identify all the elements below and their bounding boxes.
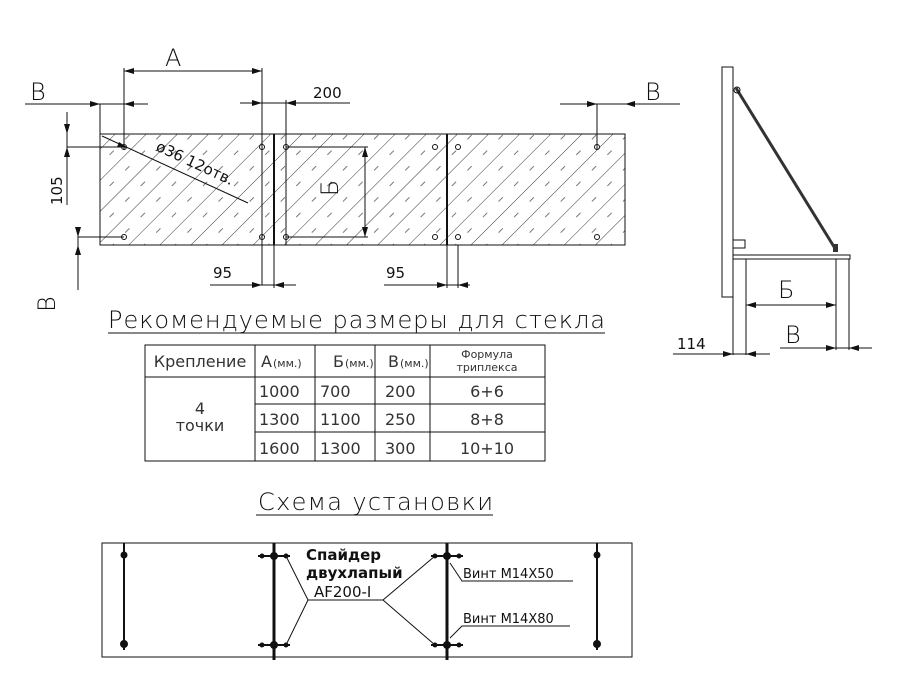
scheme-title: Схема установки (258, 488, 493, 516)
svg-text:Б: Б (333, 352, 344, 371)
svg-text:Б: Б (316, 180, 344, 196)
glass-edge (721, 66, 734, 298)
top-view: A 200 B B 105 (25, 44, 680, 312)
svg-text:250: 250 (385, 410, 416, 429)
svg-text:200: 200 (385, 382, 416, 401)
support-posts (120, 543, 601, 660)
dimension-v-right: B (560, 78, 680, 150)
svg-text:105: 105 (48, 176, 66, 205)
support-cable (734, 87, 838, 251)
glass-panel (99, 133, 626, 246)
table-row: 1000 700 200 6+6 (259, 382, 504, 401)
svg-text:700: 700 (320, 382, 351, 401)
svg-text:95: 95 (386, 264, 405, 282)
dimensions-table: Рекомендуемые размеры для стекла Креплен… (108, 306, 605, 462)
table-row: 1600 1300 300 10+10 (259, 439, 514, 458)
installation-scheme: Схема установки Спайдер двухлапый AF200 (101, 488, 633, 660)
svg-text:В: В (388, 352, 399, 371)
svg-text:Формула: Формула (461, 348, 513, 361)
svg-text:Спайдер: Спайдер (306, 546, 381, 564)
svg-text:200: 200 (313, 84, 342, 102)
svg-text:(мм.): (мм.) (273, 357, 302, 370)
dimension-200: 200 (240, 84, 350, 245)
canopy-glass (732, 254, 851, 260)
svg-text:А: А (261, 352, 272, 371)
svg-text:B: B (645, 78, 661, 106)
svg-text:AF200-I: AF200-I (314, 583, 371, 601)
svg-text:B: B (33, 296, 61, 312)
svg-text:6+6: 6+6 (470, 382, 504, 401)
svg-text:10+10: 10+10 (460, 439, 514, 458)
table-row: 1300 1100 250 8+8 (259, 410, 504, 429)
leader-lines (285, 555, 573, 646)
dimension-105: 105 (48, 112, 124, 205)
svg-text:8+8: 8+8 (470, 410, 504, 429)
dimension-95-left: 95 (210, 245, 296, 288)
svg-text:114: 114 (677, 335, 706, 353)
svg-text:B: B (30, 78, 46, 106)
svg-text:Винт М14Х50: Винт М14Х50 (463, 567, 554, 582)
svg-text:1600: 1600 (259, 439, 300, 458)
svg-text:триплекса: триплекса (457, 361, 518, 374)
svg-text:Б: Б (778, 276, 794, 304)
svg-text:В: В (785, 321, 801, 349)
dimension-b-inner: Б (286, 146, 368, 238)
svg-text:300: 300 (385, 439, 416, 458)
dimension-v-left: B B (25, 78, 148, 312)
svg-text:1300: 1300 (259, 410, 300, 429)
svg-text:1100: 1100 (320, 410, 361, 429)
svg-text:(мм.): (мм.) (345, 357, 374, 370)
side-view: Б В 114 (673, 66, 872, 357)
svg-text:1300: 1300 (320, 439, 361, 458)
svg-text:4: 4 (195, 399, 205, 418)
dimension-a: A (123, 44, 263, 285)
svg-text:(мм.): (мм.) (400, 357, 429, 370)
svg-text:Винт М14Х80: Винт М14Х80 (463, 612, 554, 627)
svg-text:двухлапый: двухлапый (306, 564, 403, 582)
dimension-95-right: 95 (384, 245, 470, 288)
svg-text:точки: точки (176, 416, 225, 435)
svg-text:A: A (165, 44, 181, 72)
svg-text:1000: 1000 (259, 382, 300, 401)
svg-text:95: 95 (213, 264, 232, 282)
svg-text:Крепление: Крепление (154, 352, 247, 371)
table-title: Рекомендуемые размеры для стекла (108, 306, 605, 334)
